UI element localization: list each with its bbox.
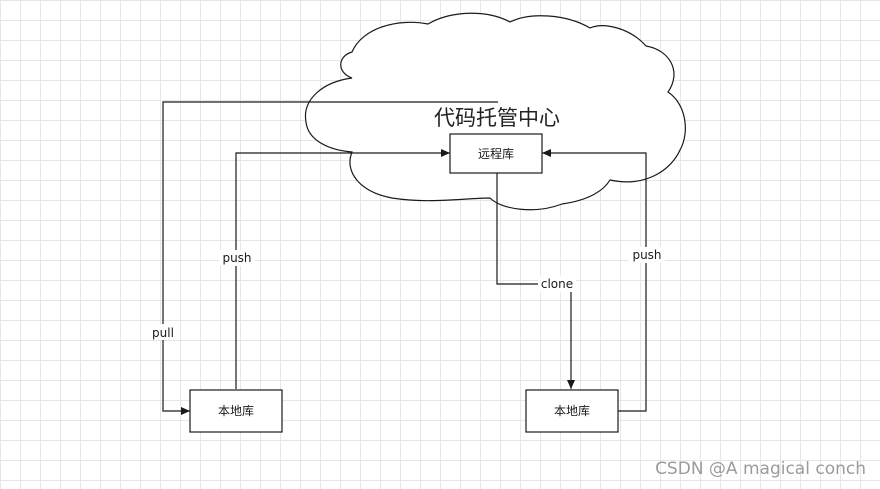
push-left-arrow	[235, 149, 450, 389]
push-right-arrow	[542, 149, 647, 412]
cloud-shape	[304, 12, 686, 211]
remote-repo-label: 远程库	[478, 146, 514, 161]
local-repo-left-node[interactable]: 本地库	[189, 389, 283, 433]
push-left-label: push	[222, 251, 251, 265]
remote-repo-node[interactable]: 远程库	[449, 133, 543, 174]
push-right-label: push	[632, 248, 661, 262]
pull-arrow	[162, 101, 498, 415]
local-repo-left-label: 本地库	[218, 403, 254, 418]
local-repo-right-node[interactable]: 本地库	[525, 389, 619, 433]
watermark-text: CSDN @A magical conch	[655, 459, 866, 479]
pull-label: pull	[152, 326, 174, 340]
clone-label: clone	[541, 277, 573, 291]
cloud-title: 代码托管中心	[434, 106, 560, 130]
local-repo-right-label: 本地库	[554, 403, 590, 418]
clone-arrow	[496, 173, 575, 389]
